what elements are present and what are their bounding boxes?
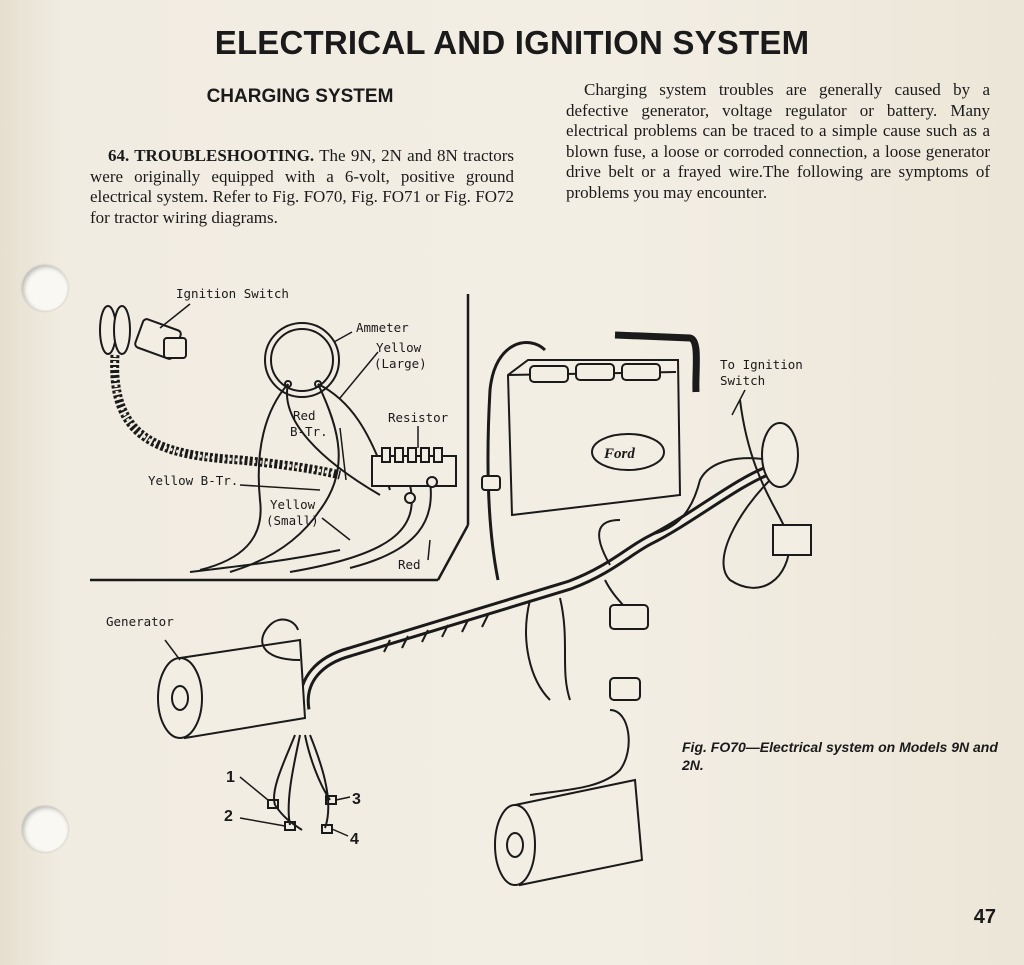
label-yellow-small-line1: Yellow <box>270 497 316 512</box>
lead-leader-lines <box>239 776 351 837</box>
label-generator: Generator <box>106 614 174 629</box>
inset-frame <box>90 294 470 582</box>
label-red: Red <box>398 557 421 572</box>
label-wire-3: 3 <box>352 791 361 808</box>
label-ammeter: Ammeter <box>356 320 409 335</box>
ignition-switch-drawing <box>99 305 187 360</box>
label-yellow-btr: Yellow B-Tr. <box>148 473 238 488</box>
label-yellow-small-line2: (Small) <box>266 513 319 528</box>
label-ignition-switch: Ignition Switch <box>176 286 289 301</box>
small-components <box>481 422 812 701</box>
charging-troubles-paragraph: Charging system troubles are generally c… <box>566 80 990 202</box>
label-yellow-large-line1: Yellow <box>376 340 422 355</box>
label-yellow-large-line2: (Large) <box>374 356 427 371</box>
paragraph-body: The 9N, 2N and 8N tractors were original… <box>90 146 514 227</box>
battery-drawing <box>506 359 682 517</box>
label-resistor: Resistor <box>388 410 449 425</box>
ammeter-drawing <box>264 322 340 398</box>
page-title: ELECTRICAL AND IGNITION SYSTEM <box>214 24 810 61</box>
battery-cable <box>614 331 700 393</box>
label-wire-1: 1 <box>226 769 235 786</box>
label-red-btr-line2: B-Tr. <box>290 424 328 439</box>
inset-wires <box>189 383 432 573</box>
section-heading: CHARGING SYSTEM <box>206 86 394 107</box>
page-number: 47 <box>973 906 996 928</box>
generator-lead-bundle <box>267 734 337 834</box>
wiring-diagram: Ford <box>90 286 812 887</box>
label-leaders <box>159 303 746 661</box>
starter-motor-drawing <box>494 778 644 887</box>
harness-connectors <box>383 614 489 653</box>
label-wire-2: 2 <box>224 808 233 825</box>
label-to-ignition-switch-line2: Switch <box>720 373 765 388</box>
resistor-drawing <box>371 447 457 504</box>
paragraph-heading: 64. TROUBLESHOOTING. <box>108 146 315 165</box>
label-to-ignition-switch-line1: To Ignition <box>720 357 803 372</box>
branch-wires <box>525 399 792 796</box>
generator-drawing <box>157 638 307 740</box>
battery-ford-logo: Ford <box>603 446 635 462</box>
troubleshooting-paragraph: 64. TROUBLESHOOTING. The 9N, 2N and 8N t… <box>90 146 514 228</box>
binder-hole-top <box>22 265 68 311</box>
binder-hole-bottom <box>22 806 68 852</box>
figure-caption: Fig. FO70—Electrical system on Models 9N… <box>682 739 998 773</box>
label-wire-4: 4 <box>350 831 359 848</box>
label-red-btr-line1: Red <box>293 408 316 423</box>
